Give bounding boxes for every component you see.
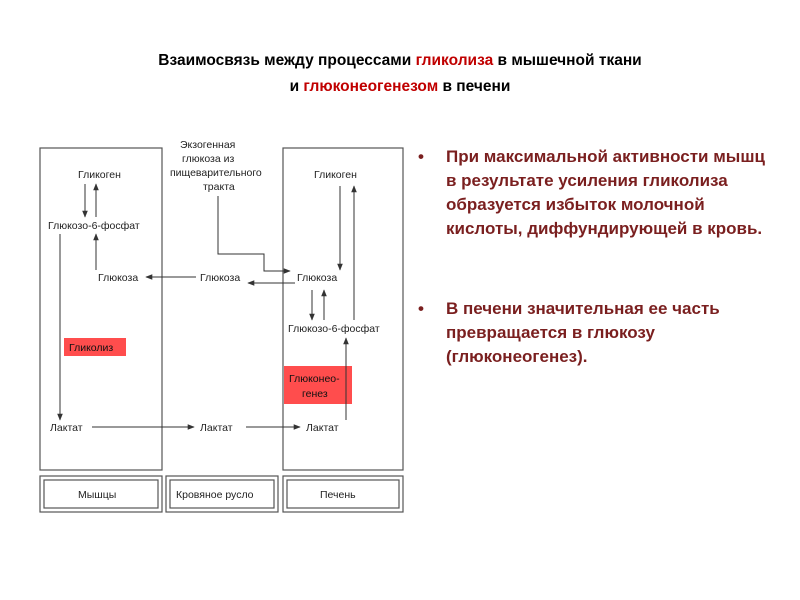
- blood-footer-label: Кровяное русло: [176, 489, 254, 501]
- glycolysis-box: [64, 338, 126, 356]
- liver-footer-box: [282, 475, 404, 513]
- blood-footer-inner: [169, 479, 275, 509]
- bullet-item: • При максимальной активности мышц в рез…: [414, 145, 774, 241]
- liver-glucose-label: Глюкоза: [297, 272, 337, 284]
- exogenous-glucose-line3: пищеварительного: [170, 167, 262, 179]
- bullet-marker: •: [418, 299, 424, 318]
- exogenous-glucose-line2: глюкоза из: [182, 153, 234, 165]
- title-text: в печени: [438, 78, 511, 95]
- muscle-footer-inner: [43, 479, 159, 509]
- title-highlight-glycolysis: гликолиза: [415, 52, 494, 69]
- bullet-text: В печени значительная ее часть превращае…: [446, 299, 720, 366]
- liver-glycogen-label: Гликоген: [314, 169, 357, 181]
- muscle-g6p-label: Глюкозо-6-фосфат: [48, 220, 140, 232]
- blood-footer-box: [165, 475, 279, 513]
- slide-title: Взаимосвязь между процессами гликолиза в…: [40, 48, 760, 100]
- exogenous-glucose-line1: Экзогенная: [180, 139, 235, 151]
- liver-lactate-label: Лактат: [306, 422, 339, 434]
- bullet-list: • При максимальной активности мышц в рез…: [414, 145, 774, 369]
- liver-g6p-label: Глюкозо-6-фосфат: [288, 323, 380, 335]
- gluconeogenesis-label-line1: Глюконео-: [289, 373, 340, 385]
- exogenous-glucose-line4: тракта: [203, 181, 235, 193]
- blood-lactate-label: Лактат: [200, 422, 233, 434]
- muscle-footer-box: [39, 475, 163, 513]
- muscle-lactate-label: Лактат: [50, 422, 83, 434]
- blood-glucose-label: Глюкоза: [200, 272, 240, 284]
- title-highlight-gluconeogenesis: глюконеогенезом: [303, 78, 439, 95]
- title-text: и: [289, 78, 304, 95]
- bullet-marker: •: [418, 147, 424, 166]
- gluconeogenesis-box: [284, 366, 352, 404]
- bullet-item: • В печени значительная ее часть превращ…: [414, 297, 774, 369]
- title-text: Взаимосвязь между процессами: [158, 52, 416, 69]
- liver-column: [282, 147, 404, 471]
- muscle-glucose-label: Глюкоза: [98, 272, 138, 284]
- liver-footer-inner: [286, 479, 400, 509]
- muscle-footer-label: Мышцы: [78, 489, 116, 501]
- muscle-glycogen-label: Гликоген: [78, 169, 121, 181]
- bullet-text: При максимальной активности мышц в резул…: [446, 147, 765, 238]
- title-text: в мышечной ткани: [493, 52, 642, 69]
- muscle-column: [39, 147, 163, 471]
- gluconeogenesis-label-line2: генез: [302, 388, 328, 400]
- liver-footer-label: Печень: [320, 489, 356, 501]
- glycolysis-label: Гликолиз: [69, 342, 113, 354]
- arrow-exogenous-glucose-to-liver: [217, 196, 291, 274]
